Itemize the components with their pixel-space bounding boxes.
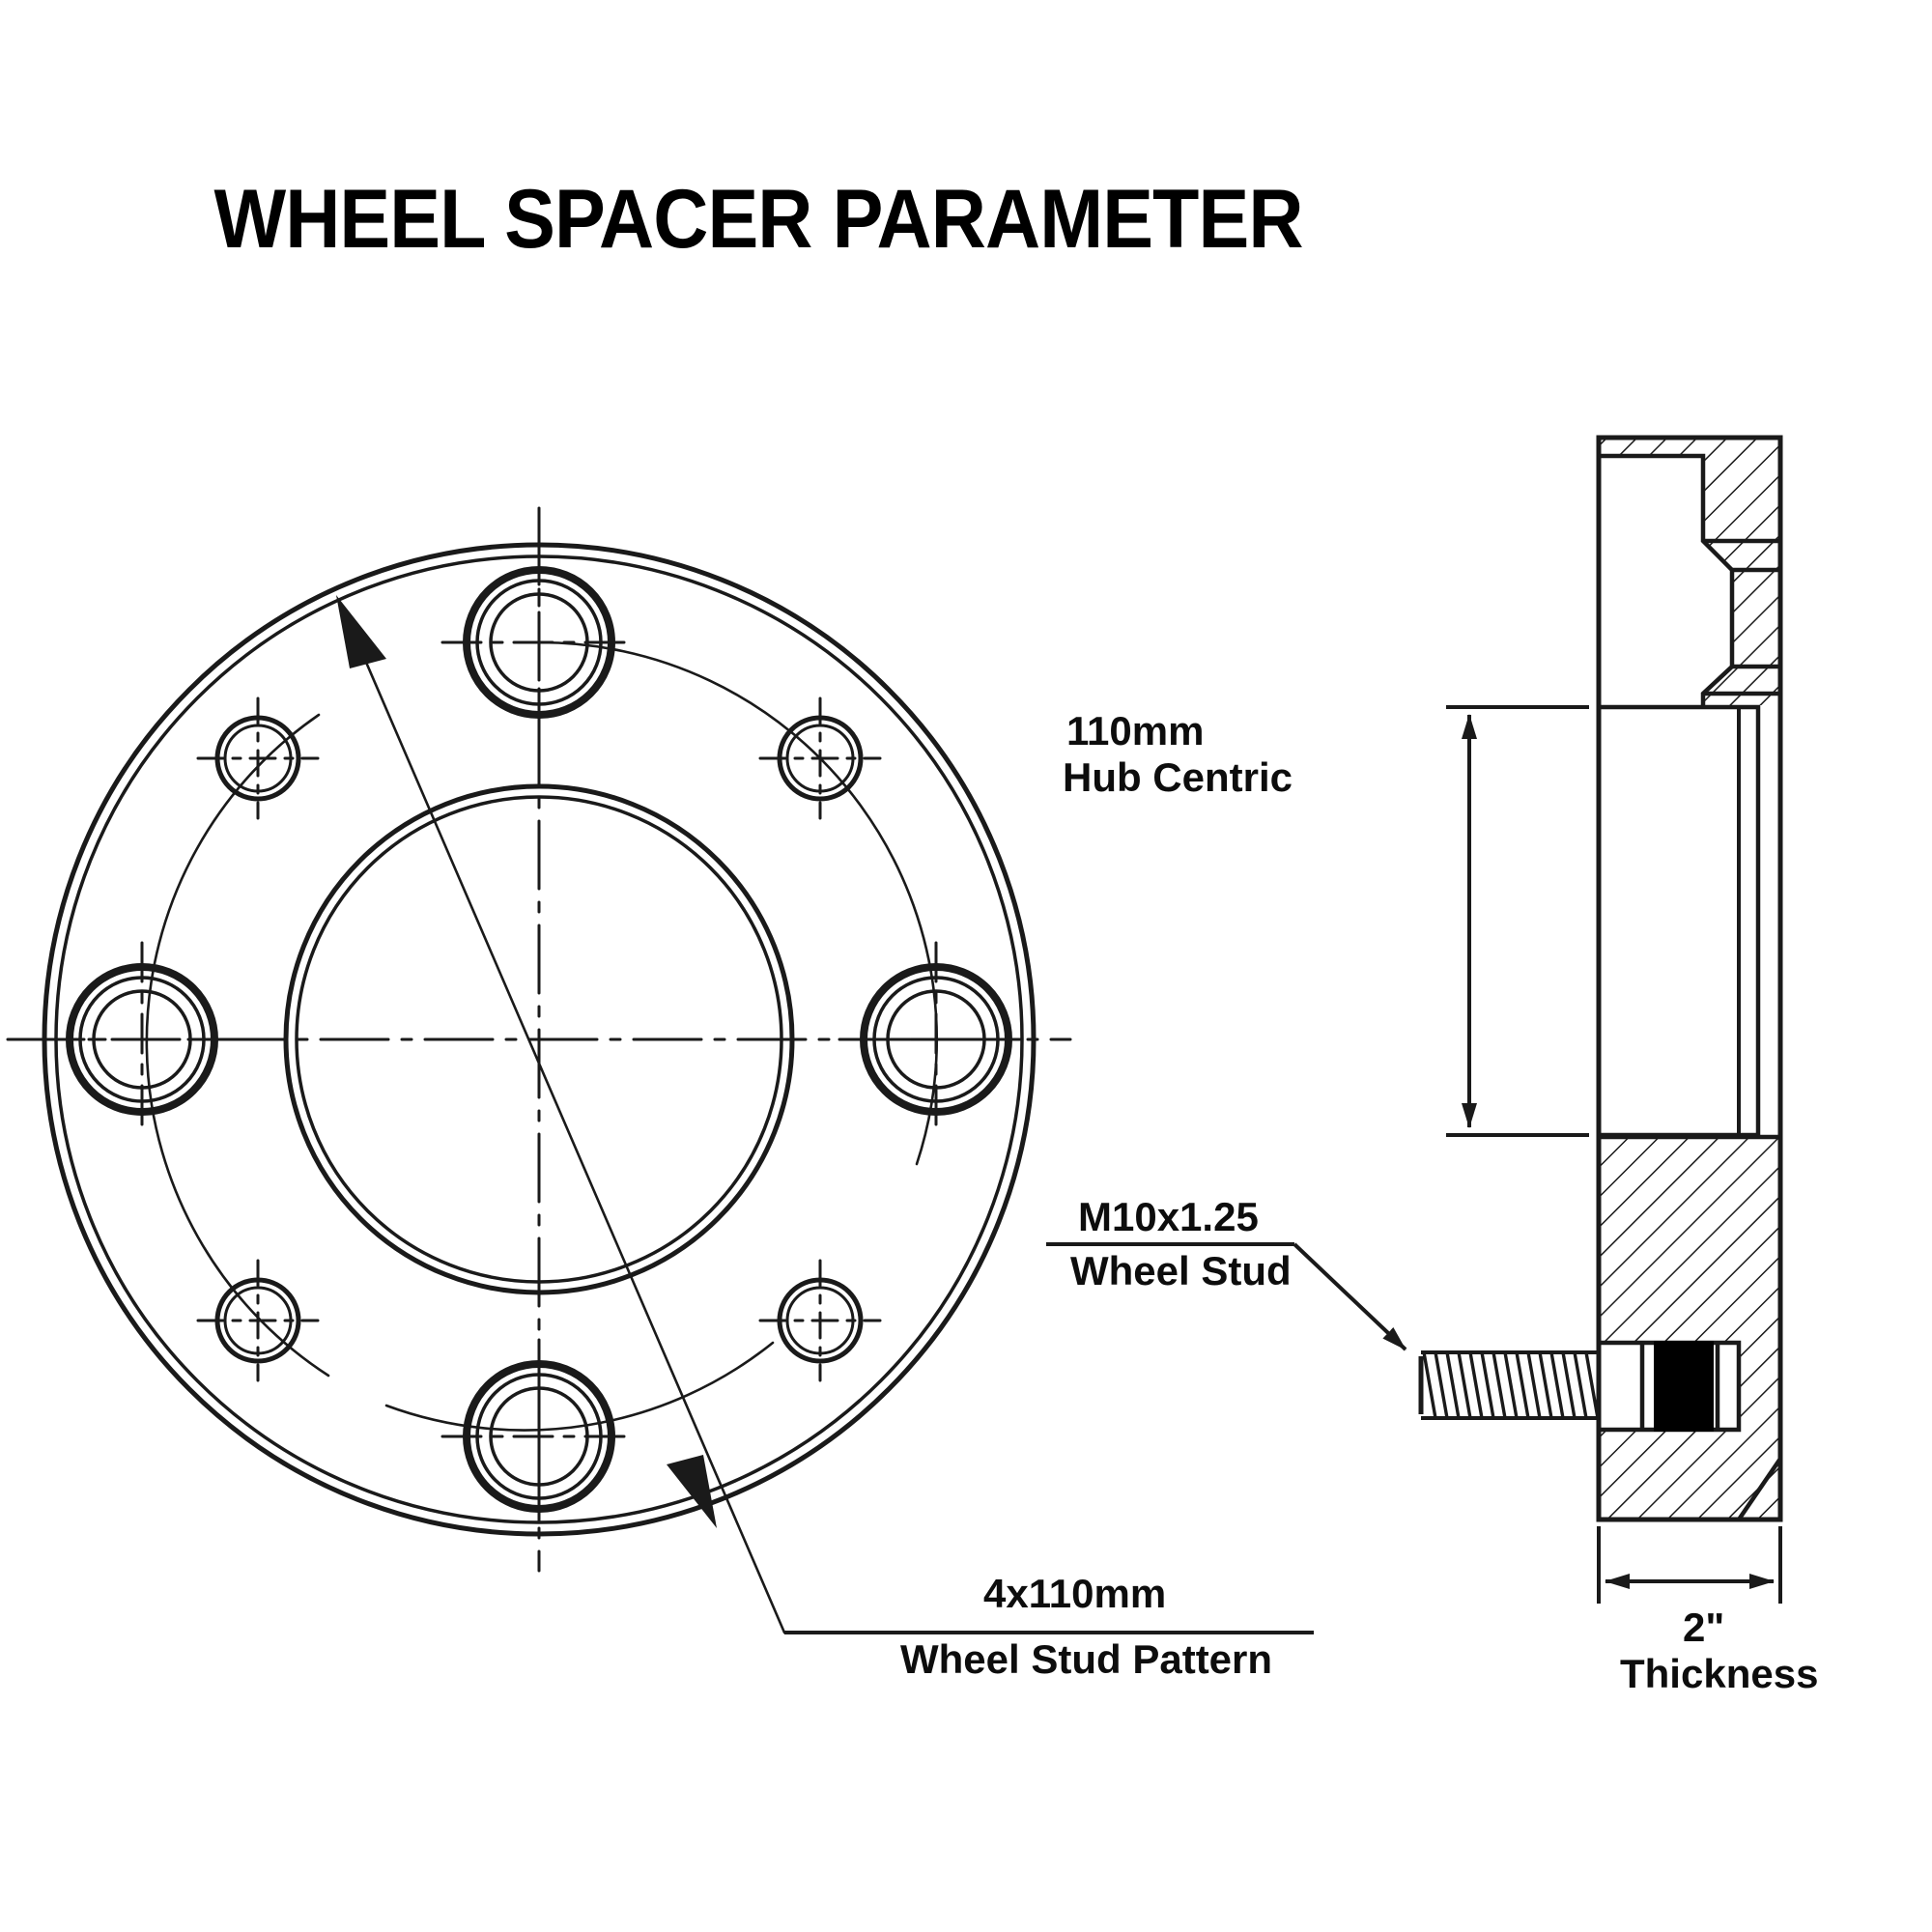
section-top-recess-outline <box>1599 453 1780 705</box>
hub-centric-value: 110mm <box>1066 708 1205 753</box>
bolt-circle-arrow-bottom <box>667 1455 717 1528</box>
leader-wheel-stud <box>1046 1242 1407 1351</box>
section-hatch-bottom-outline <box>1599 1134 1780 1522</box>
leader-arm <box>1293 1242 1407 1351</box>
lightening-hole-lower-right <box>758 1259 882 1382</box>
dimension-hub-centric <box>1446 705 1589 1137</box>
section-hub-bore <box>1596 704 1761 1138</box>
wheel-stud-caption: Wheel Stud <box>1070 1248 1292 1293</box>
bolt-circle <box>145 640 939 1432</box>
lightening-hole-upper-left <box>196 696 320 820</box>
section-hatch-bottom <box>1599 1137 1780 1520</box>
lightening-hole-upper-right <box>758 696 882 820</box>
dimension-thickness <box>1597 1526 1782 1604</box>
face-view <box>6 506 1072 1634</box>
stud-pattern-value: 4x110mm <box>983 1571 1167 1616</box>
bolt-circle-arrow-top <box>336 595 386 668</box>
stud-pattern-caption: Wheel Stud Pattern <box>900 1636 1273 1682</box>
wheel-stud-shank <box>1418 1350 1600 1420</box>
stud-pattern-leader-diagonal <box>354 636 786 1634</box>
wheel-stud-value: M10x1.25 <box>1078 1194 1259 1239</box>
thickness-value: 2" <box>1683 1605 1725 1650</box>
section-view <box>1596 435 1783 1522</box>
wheel-stud-hole-left <box>43 941 241 1138</box>
stud-knurl <box>1654 1341 1714 1432</box>
lightening-hole-lower-left <box>196 1259 320 1382</box>
thread-zigzag <box>1422 1351 1600 1419</box>
wheel-stud-hole-top <box>440 544 638 741</box>
wheel-stud-hole-right <box>838 941 1035 1138</box>
section-top-recess <box>1599 456 1732 705</box>
hub-centric-caption: Hub Centric <box>1063 754 1293 800</box>
wheel-stud-hole-bottom <box>440 1338 638 1535</box>
thickness-caption: Thickness <box>1620 1651 1819 1696</box>
hub-bore <box>283 783 795 1295</box>
page-title: WHEEL SPACER PARAMETER <box>213 173 1303 266</box>
